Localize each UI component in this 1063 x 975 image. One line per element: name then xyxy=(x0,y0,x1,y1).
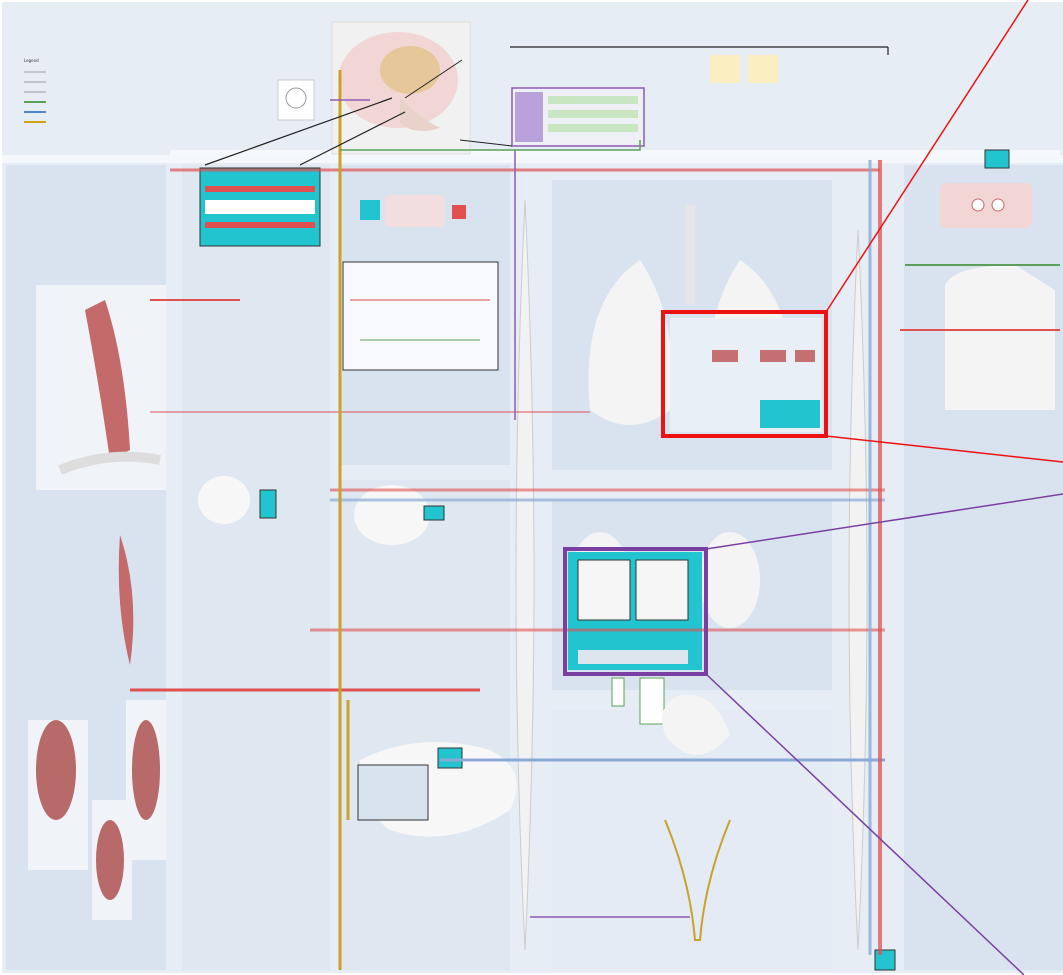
panel-endocrine xyxy=(182,165,330,970)
stomach-module xyxy=(424,506,444,520)
arm-muscle-icon xyxy=(36,285,166,490)
legend-title: Legend xyxy=(24,58,39,63)
top-band xyxy=(2,155,1063,163)
liver-icon xyxy=(198,476,250,524)
kidney-subsystem xyxy=(568,552,702,670)
stomach-icon xyxy=(354,485,430,545)
lung-subsystem xyxy=(670,318,822,432)
endocrine-module xyxy=(200,168,320,246)
gut-sensor xyxy=(438,748,462,768)
cns-controller-block xyxy=(512,88,644,146)
note-box-1 xyxy=(710,55,740,83)
panel-gut xyxy=(340,480,510,970)
heart-sensor-top xyxy=(985,150,1009,168)
ear-icon xyxy=(278,80,314,120)
brain-icon xyxy=(332,22,470,154)
note-box-2 xyxy=(748,55,778,83)
liver-module xyxy=(260,490,276,518)
gut-module xyxy=(358,765,428,820)
